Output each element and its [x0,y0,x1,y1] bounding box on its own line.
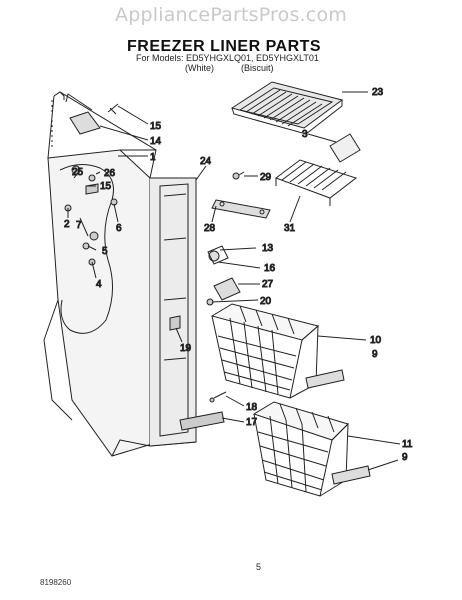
callout-13: 13 [262,243,274,254]
bracket-part [69,111,101,135]
top-shelf [230,81,344,135]
clip-part [169,315,181,331]
callout-labels: 23 15 3 14 1 24 25 26 15 29 2 6 7 28 31 … [64,87,414,464]
callout-14: 14 [150,136,162,147]
callout-6: 6 [116,223,122,234]
callout-26: 26 [104,168,116,179]
watermark: AppliancePartsPros.com [115,4,347,26]
callout-4: 4 [96,279,102,290]
leader-lines [67,91,401,471]
upper-basket [210,303,320,399]
roller-assembly [207,245,229,265]
callout-23: 23 [372,87,384,98]
callout-17: 17 [246,417,258,428]
lower-basket [252,401,349,497]
wire-shelf [274,159,358,206]
callout-19: 19 [180,343,192,354]
callout-7: 7 [76,220,82,231]
glass-panel [329,133,361,163]
callout-1: 1 [150,152,156,163]
callout-10: 10 [370,335,382,346]
side-rail [149,177,197,447]
basket-trim-lower [331,465,371,485]
basket-rail [179,411,225,431]
page-title: FREEZER LINER PARTS [127,38,322,55]
callout-20: 20 [260,296,272,307]
callout-11: 11 [402,439,413,450]
callout-3: 3 [302,129,308,140]
callout-28: 28 [204,223,216,234]
document-number: 8198260 [40,578,72,587]
page-number: 5 [256,562,262,572]
basket-trim-upper [305,369,345,389]
callout-29: 29 [260,172,272,183]
callout-9-lower: 9 [402,452,408,463]
callout-27: 27 [262,279,274,290]
callout-5: 5 [102,246,108,257]
shelf-bracket [211,171,271,219]
roller-assembly-lower [206,277,241,306]
models-line: For Models: ED5YHGXLQ01, ED5YHGXLT01 [136,53,319,63]
color-biscuit-label: (Biscuit) [241,63,274,73]
screw-lower [213,391,227,399]
callout-9-upper: 9 [372,349,378,360]
callout-15-top: 15 [150,121,162,132]
callout-18: 18 [246,402,258,413]
callout-25: 25 [72,167,84,178]
callout-24: 24 [200,156,212,167]
screw-part [107,103,119,115]
callout-15-mid: 15 [100,181,112,192]
callout-2: 2 [64,219,70,230]
color-white-label: (White) [185,63,214,73]
callout-31: 31 [284,223,296,234]
callout-16: 16 [264,263,276,274]
